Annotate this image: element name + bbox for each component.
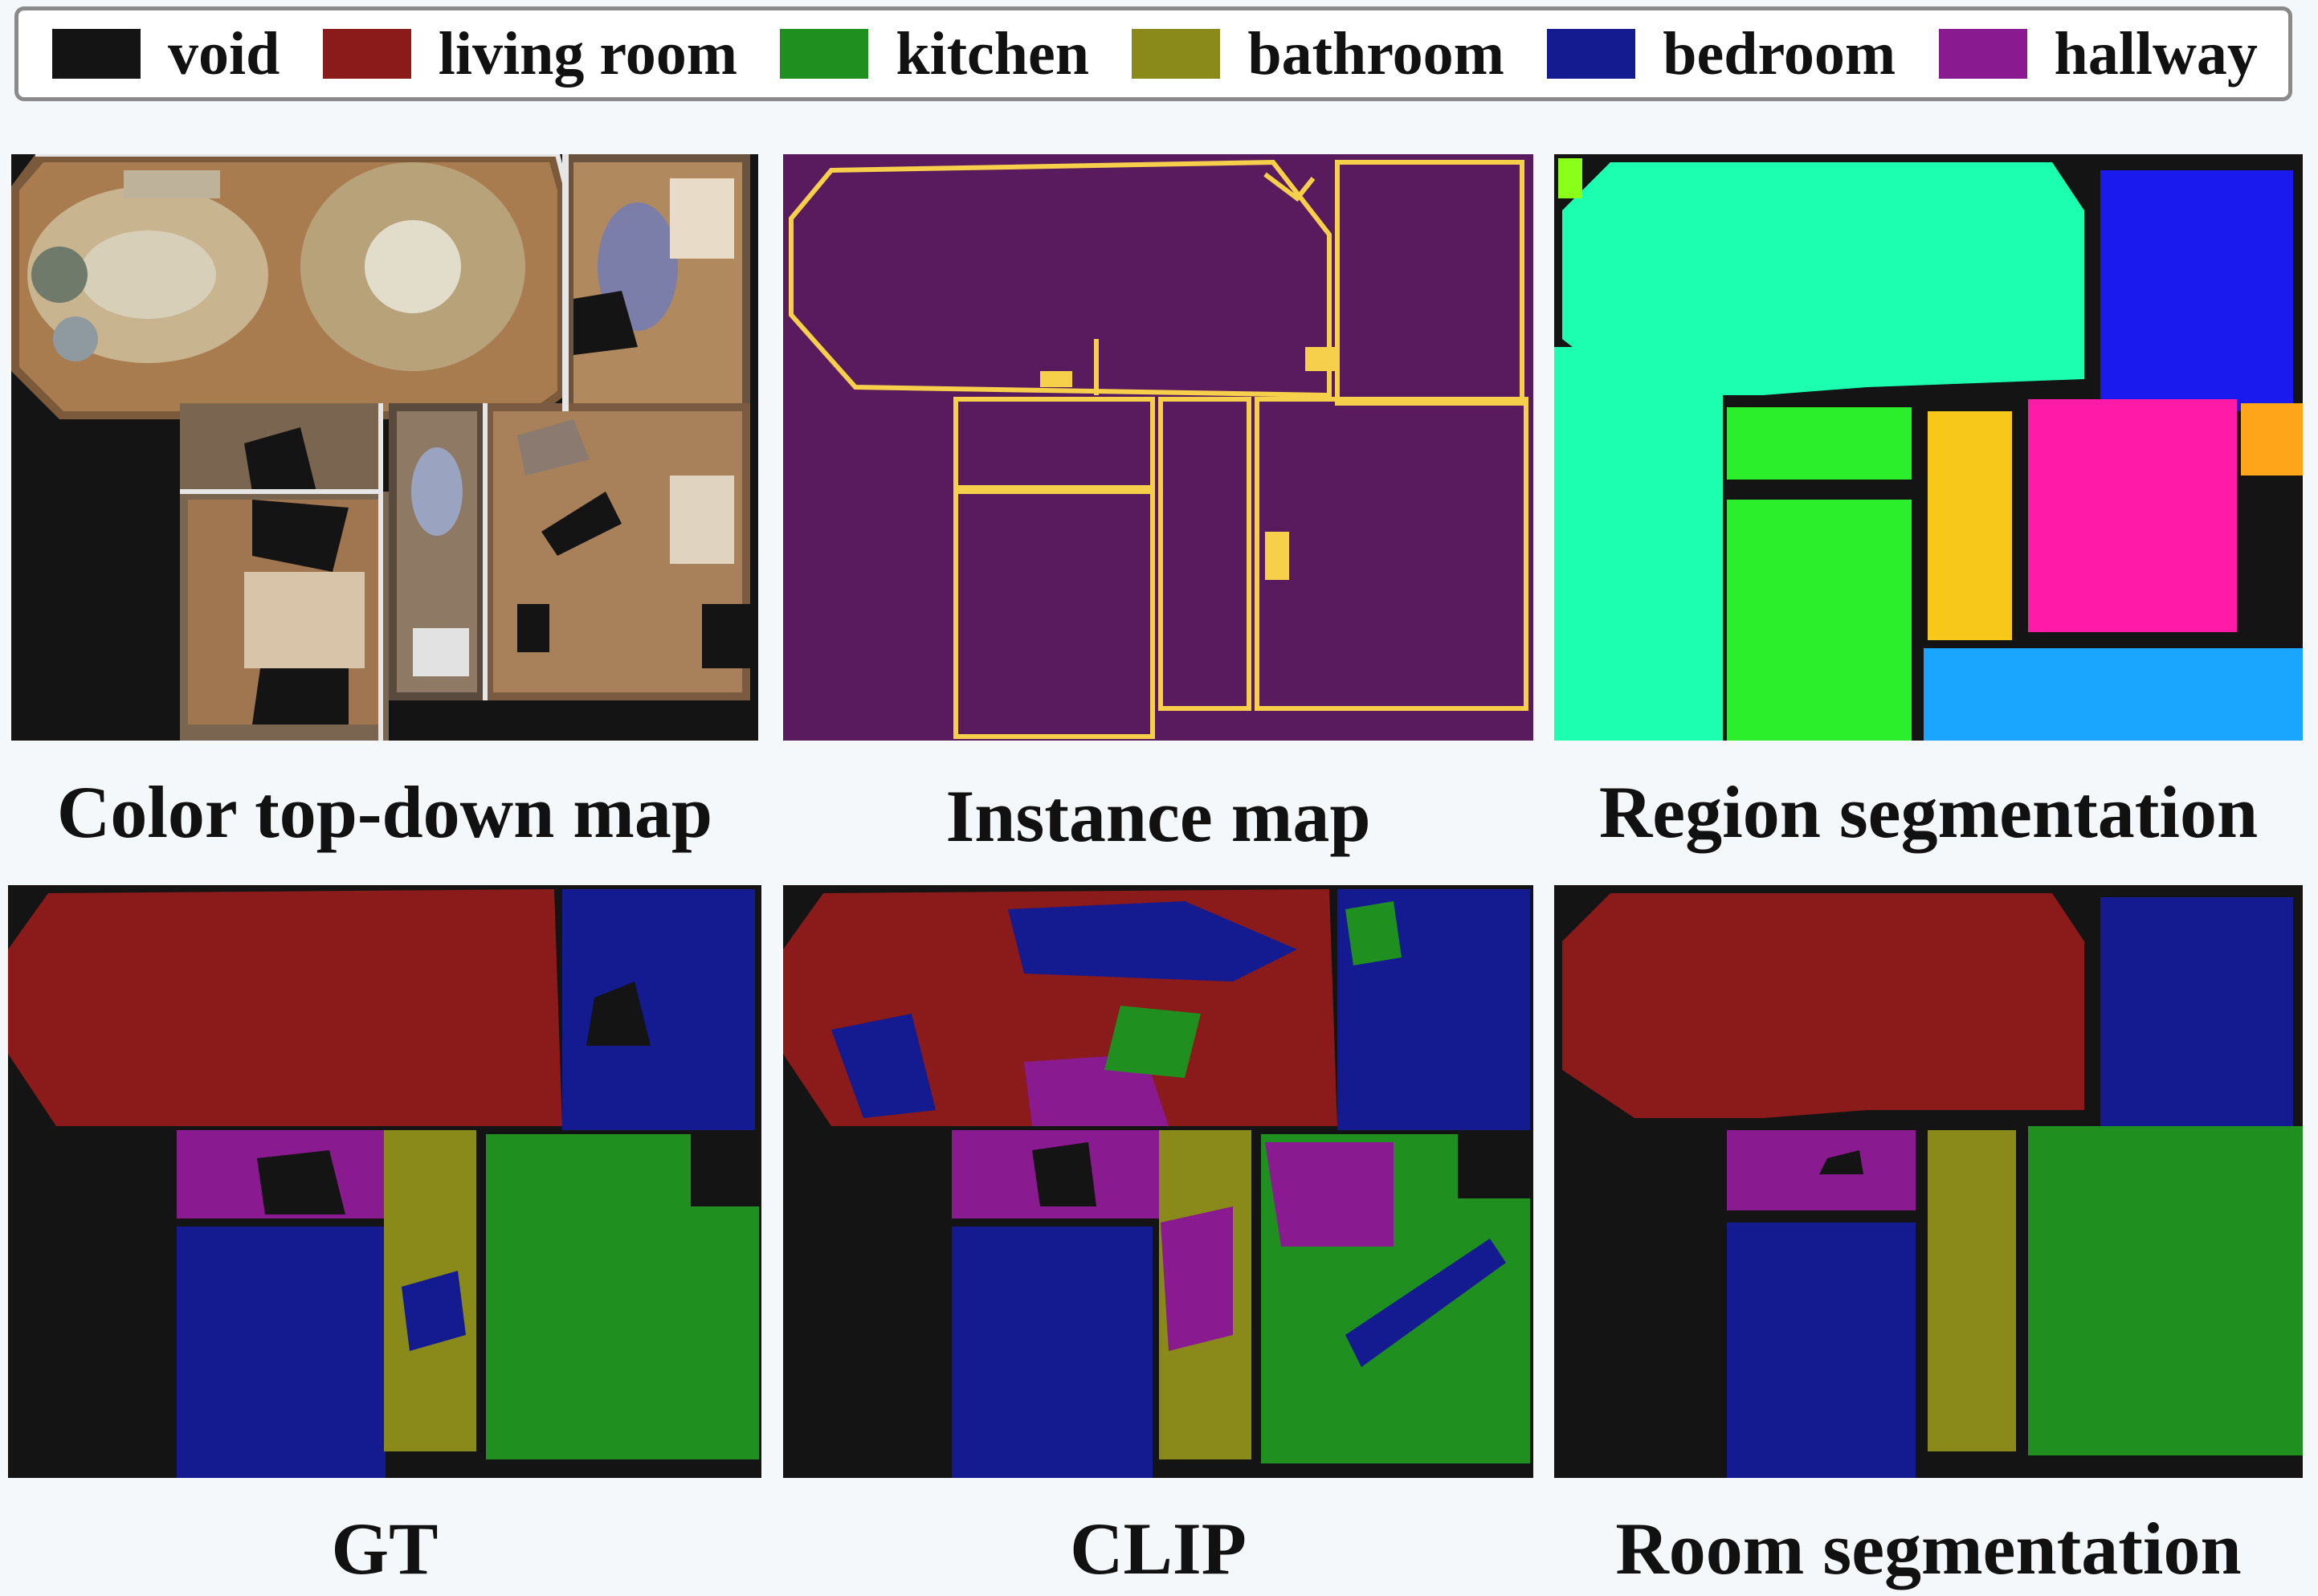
room-segmentation-panel (1554, 885, 2303, 1478)
instance-map-panel (783, 154, 1533, 741)
legend-item-hallway: hallway (1938, 20, 2258, 88)
legend-item-bedroom: bedroom (1547, 23, 1896, 84)
region-segmentation-image (1554, 154, 2303, 741)
gt-image (8, 885, 761, 1478)
color-top-down-map-image (11, 154, 758, 741)
legend-item-kitchen: kitchen (780, 23, 1089, 84)
legend-label-kitchen: kitchen (896, 20, 1090, 88)
legend-item-living-room: living room (322, 20, 738, 88)
legend-box: void living room kitchen bathroom bedroo… (14, 6, 2292, 101)
legend-label-bedroom: bedroom (1663, 20, 1896, 88)
gt-caption: GT (331, 1508, 439, 1590)
room-segmentation-image (1554, 885, 2303, 1478)
region-segmentation-panel (1554, 154, 2303, 741)
instance-map-image (783, 154, 1533, 741)
gt-panel (8, 885, 761, 1478)
color-top-down-map-caption: Color top-down map (56, 771, 713, 853)
clip-image (783, 885, 1533, 1478)
legend-swatch-bathroom (1132, 29, 1221, 79)
legend-item-void: void (52, 23, 280, 84)
color-top-down-map-panel (11, 154, 758, 741)
legend-swatch-void (52, 29, 141, 79)
clip-panel (783, 885, 1533, 1478)
legend-swatch-kitchen (780, 29, 869, 79)
legend-swatch-living-room (322, 29, 411, 79)
legend-label-living-room: living room (438, 20, 738, 88)
legend-label-void: void (168, 20, 280, 88)
legend-swatch-hallway (1938, 29, 2027, 79)
legend-label-bathroom: bathroom (1247, 20, 1504, 88)
instance-map-caption: Instance map (945, 775, 1371, 857)
room-segmentation-caption: Room segmentation (1615, 1508, 2242, 1590)
clip-caption: CLIP (1070, 1508, 1247, 1590)
region-segmentation-caption: Region segmentation (1598, 771, 2259, 853)
legend-label-hallway: hallway (2054, 20, 2258, 88)
legend-item-bathroom: bathroom (1132, 23, 1504, 84)
legend-swatch-bedroom (1547, 29, 1636, 79)
